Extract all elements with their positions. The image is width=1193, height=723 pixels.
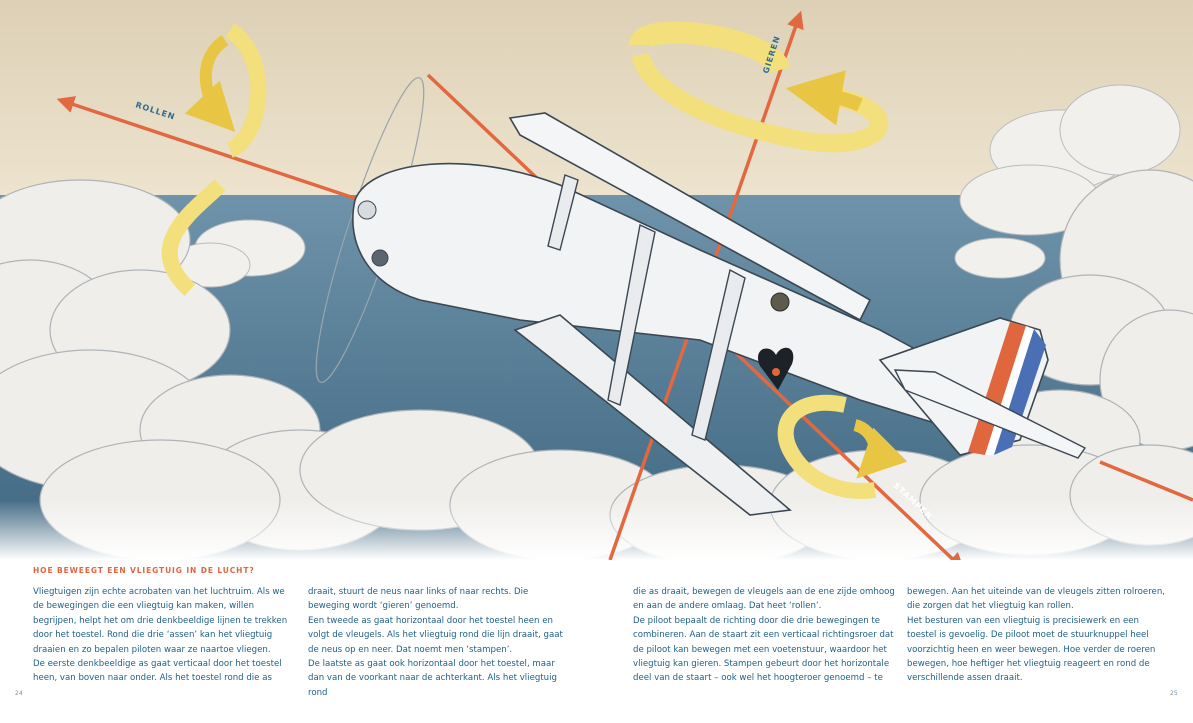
lower-wing	[513, 314, 792, 516]
text-column-1: Vliegtuigen zijn echte acrobaten van het…	[33, 585, 295, 686]
rollen-ribbon	[161, 23, 267, 296]
paragraph: bewegen. Aan het uiteinde van de vleugel…	[907, 587, 1166, 612]
page-number-right: 25	[1170, 690, 1178, 697]
paragraph: De eerste denkbeeldige as gaat verticaal…	[33, 659, 282, 684]
paragraph: De piloot bepaalt de richting door die d…	[633, 615, 894, 684]
rollen-axis	[56, 96, 361, 202]
bottom-fade	[0, 500, 1193, 560]
paragraph: Vliegtuigen zijn echte acrobaten van het…	[33, 587, 288, 655]
tail-flag-red	[968, 322, 1026, 455]
engine-cylinder	[371, 249, 389, 267]
pilot	[770, 292, 790, 312]
paragraph: die as draait, bewegen de vleugels aan d…	[633, 587, 895, 612]
paragraph: Een tweede as gaat horizontaal door het …	[308, 615, 563, 655]
paragraph: Het besturen van een vliegtuig is precis…	[907, 615, 1156, 684]
paragraph: De laatste as gaat ook horizontaal door …	[308, 659, 557, 698]
biplane	[315, 77, 1087, 516]
article-heading: HOE BEWEEGT EEN VLIEGTUIG IN DE LUCHT?	[33, 566, 255, 575]
upper-wing	[508, 112, 872, 322]
horizontal-stabilizer	[893, 369, 1087, 459]
paragraph: draait, stuurt de neus naar links of naa…	[308, 587, 529, 612]
wing-struts	[547, 174, 746, 441]
background-clouds	[169, 84, 1181, 288]
text-column-3: die as draait, bewegen de vleugels aan d…	[633, 585, 895, 686]
stampen-ribbon	[777, 394, 908, 499]
insignia-dot	[772, 368, 780, 376]
airplane-axes-illustration: ROLLEN GIEREN STAMPEN	[0, 0, 1193, 560]
propeller-hub	[357, 200, 377, 220]
gieren-ribbon	[629, 21, 889, 153]
text-column-2: draait, stuurt de neus naar links of naa…	[308, 585, 570, 700]
text-column-4: bewegen. Aan het uiteinde van de vleugel…	[907, 585, 1169, 686]
stampen-axis-tail	[1099, 460, 1193, 502]
page-number-left: 24	[15, 690, 23, 697]
